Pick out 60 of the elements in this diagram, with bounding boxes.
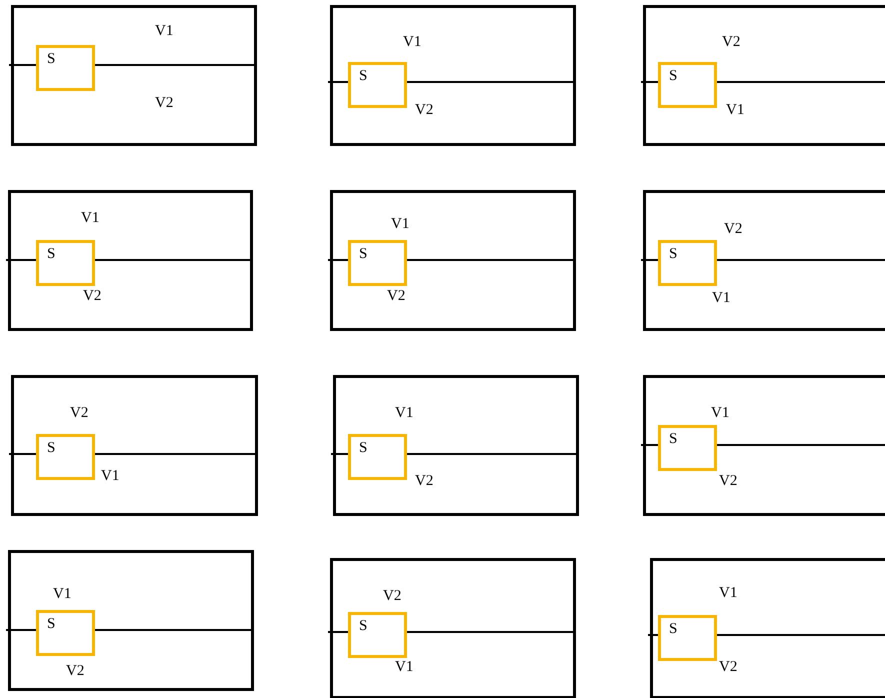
panel-frame — [330, 190, 576, 331]
box-label: S — [47, 440, 56, 457]
box-label: S — [669, 246, 678, 263]
voltage-label: V2 — [383, 588, 402, 605]
voltage-label: V1 — [395, 405, 414, 422]
switch-box — [348, 240, 407, 286]
panel-frame — [8, 550, 254, 691]
voltage-label: V2 — [66, 663, 84, 680]
voltage-label: V2 — [155, 95, 174, 112]
voltage-label: V1 — [101, 468, 120, 485]
panel-frame — [643, 375, 885, 516]
box-label: S — [359, 618, 368, 635]
panel-frame — [330, 5, 576, 146]
panel-frame — [643, 5, 885, 146]
voltage-label: V1 — [719, 585, 738, 602]
voltage-label: V2 — [724, 221, 742, 238]
voltage-label: V2 — [719, 473, 738, 490]
panel-frame — [11, 375, 258, 516]
switch-box — [348, 62, 407, 108]
panel-frame — [11, 5, 257, 146]
switch-box — [36, 610, 95, 656]
voltage-label: V2 — [415, 102, 434, 119]
voltage-label: V1 — [81, 210, 100, 227]
box-label: S — [47, 616, 56, 633]
switch-box — [348, 434, 407, 480]
voltage-label: V2 — [719, 659, 738, 676]
switch-box — [36, 240, 95, 286]
voltage-label: V1 — [395, 659, 414, 676]
voltage-label: V2 — [387, 288, 406, 305]
switch-box — [658, 615, 717, 661]
box-label: S — [359, 440, 368, 457]
voltage-label: V2 — [70, 405, 88, 422]
switch-box — [348, 612, 407, 658]
voltage-label: V1 — [155, 23, 174, 40]
box-label: S — [669, 621, 678, 638]
voltage-label: V2 — [415, 473, 434, 490]
panel-frame — [8, 190, 253, 331]
box-label: S — [669, 431, 678, 448]
box-label: S — [47, 51, 56, 68]
switch-box — [658, 240, 717, 286]
box-label: S — [359, 68, 368, 85]
voltage-label: V2 — [722, 34, 740, 51]
switch-box — [36, 434, 95, 480]
voltage-label: V1 — [711, 405, 730, 422]
panel-frame — [650, 558, 885, 698]
panel-frame — [333, 375, 579, 516]
panel-frame — [643, 190, 885, 331]
panel-frame — [330, 558, 576, 698]
switch-box — [658, 425, 717, 471]
voltage-label: V1 — [712, 290, 730, 307]
voltage-label: V1 — [726, 102, 744, 119]
box-label: S — [47, 246, 56, 263]
switch-box — [658, 62, 717, 108]
voltage-label: V1 — [403, 34, 422, 51]
box-label: S — [669, 68, 678, 85]
voltage-label: V2 — [83, 288, 102, 305]
box-label: S — [359, 246, 368, 263]
voltage-label: V1 — [391, 216, 410, 233]
voltage-label: V1 — [53, 586, 72, 603]
switch-box — [36, 45, 95, 91]
